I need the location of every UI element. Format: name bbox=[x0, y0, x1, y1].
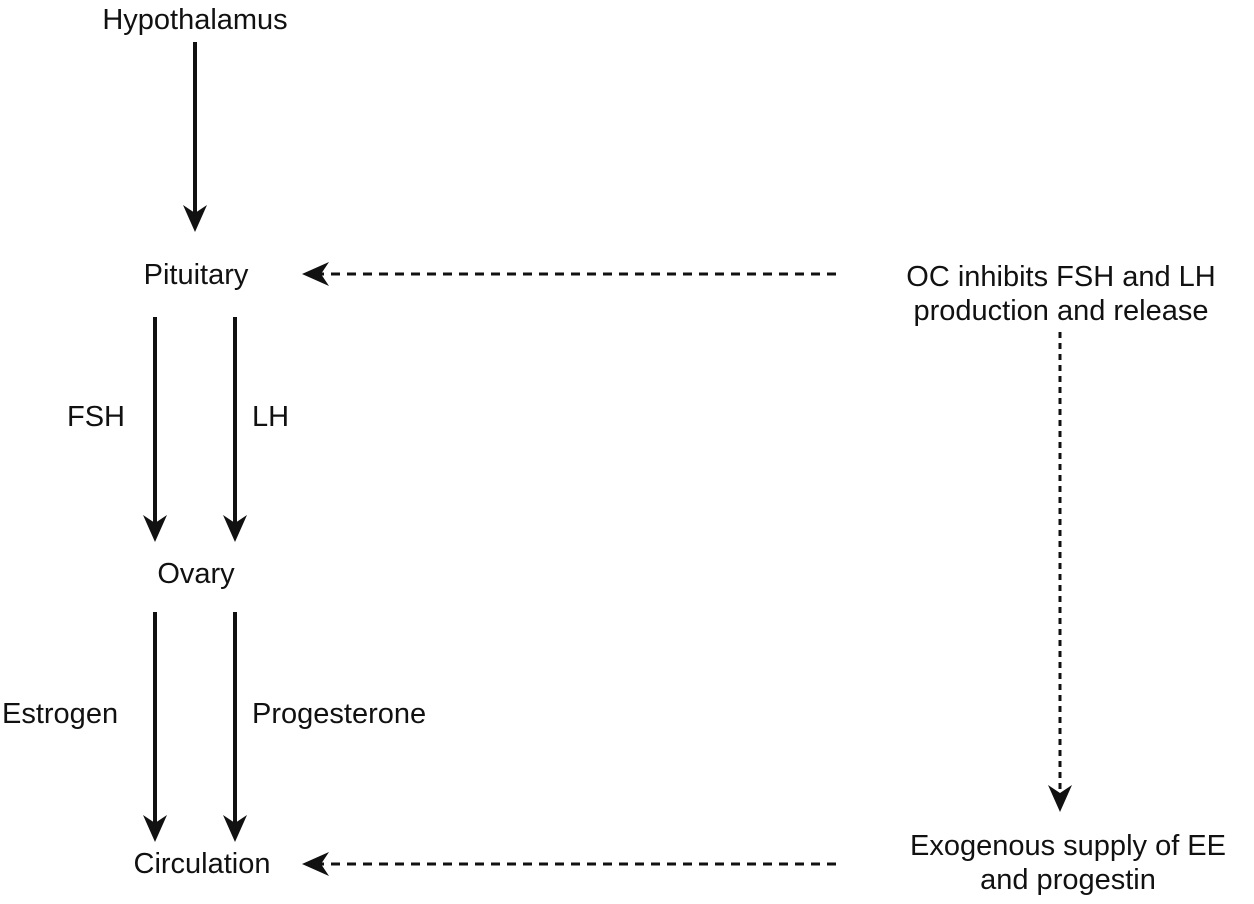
arrow-progesterone bbox=[223, 612, 247, 842]
arrow-fsh bbox=[143, 317, 167, 542]
label-fsh: FSH bbox=[67, 401, 125, 433]
note-oc-inhibits-line2: production and release bbox=[913, 295, 1209, 327]
dashed-arrow-exogenous-to-circulation bbox=[302, 852, 836, 876]
dashed-arrow-oc-to-pituitary bbox=[302, 262, 836, 286]
label-lh: LH bbox=[252, 401, 290, 433]
note-oc-inhibits-line1: OC inhibits FSH and LH bbox=[906, 261, 1216, 293]
note-exogenous-line1: Exogenous supply of EE bbox=[910, 830, 1226, 862]
arrow-hypothalamus-to-pituitary bbox=[183, 42, 207, 232]
dotted-arrow-oc-to-exogenous bbox=[1048, 332, 1072, 812]
arrow-estrogen bbox=[143, 612, 167, 842]
note-exogenous-supply: Exogenous supply of EE and progestin bbox=[910, 829, 1226, 897]
node-circulation: Circulation bbox=[133, 848, 271, 880]
node-ovary: Ovary bbox=[157, 558, 235, 590]
node-hypothalamus: Hypothalamus bbox=[102, 4, 288, 36]
note-oc-inhibits: OC inhibits FSH and LH production and re… bbox=[906, 260, 1215, 328]
note-exogenous-line2: and progestin bbox=[980, 864, 1156, 896]
label-progesterone: Progesterone bbox=[252, 698, 427, 730]
node-pituitary: Pituitary bbox=[143, 259, 249, 291]
label-estrogen: Estrogen bbox=[2, 698, 119, 730]
arrow-lh bbox=[223, 317, 247, 542]
